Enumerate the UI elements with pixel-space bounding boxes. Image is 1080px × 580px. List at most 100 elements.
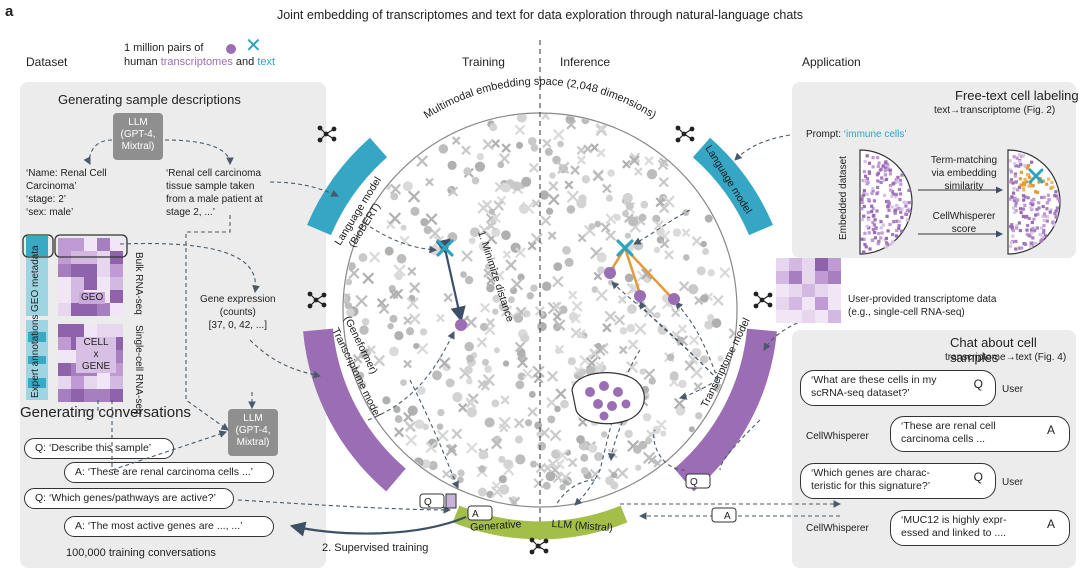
embedding-point: [474, 161, 486, 172]
embedding-point: [513, 313, 524, 323]
embedding-point: [717, 355, 724, 362]
embedding-cross: [712, 294, 724, 306]
embedding-point: [484, 263, 492, 270]
embedding-point: [682, 209, 690, 216]
embedding-cross: [546, 396, 558, 408]
embedding-point: [428, 460, 438, 471]
network-icon: [753, 291, 773, 309]
embedding-point: [559, 305, 568, 315]
embedding-cross: [442, 469, 451, 479]
conversation-q2: Q: ‘Which genes/pathways are active?’: [24, 488, 234, 509]
chat-user-2: User: [1002, 477, 1024, 488]
embedding-cross: [461, 145, 471, 156]
embedding-point: [622, 192, 633, 203]
embedding-point: [595, 342, 602, 349]
embedding-point: [539, 190, 549, 200]
embedding-cross: [548, 181, 559, 192]
embedding-point: [476, 152, 485, 161]
embedding-cross: [436, 313, 445, 323]
embedding-point: [414, 419, 425, 430]
chat-subheading: transcriptome→text (Fig. 4): [945, 352, 1067, 363]
embedding-cross: [605, 230, 617, 242]
embedding-cross: [458, 402, 468, 413]
embedding-point: [624, 232, 631, 239]
embedding-cross: [677, 335, 689, 347]
embedding-cross: [595, 288, 608, 302]
embedding-point: [530, 460, 537, 468]
embedding-point: [559, 484, 566, 491]
embedding-cross: [542, 138, 552, 149]
embedding-point: [580, 453, 589, 462]
text-cross-icon: ✕: [245, 35, 262, 57]
sample-descriptions-heading: Generating sample descriptions: [58, 92, 241, 107]
embedding-point: [405, 327, 415, 336]
embedding-point: [410, 206, 420, 216]
embedding-cross: [407, 266, 417, 276]
embedding-point: [560, 399, 569, 409]
cluster-lasso: [571, 372, 645, 425]
inference-dot-2: [634, 290, 646, 302]
chat-assistant-1: CellWhisperer: [806, 431, 869, 442]
embedding-cross: [425, 213, 438, 226]
embedding-point: [445, 378, 455, 388]
embedding-cross: [655, 419, 667, 431]
embedding-cross: [684, 360, 696, 371]
embedding-cross: [548, 193, 560, 206]
figure-title: Joint embedding of transcriptomes and te…: [276, 8, 804, 22]
embedding-point: [498, 475, 507, 484]
embedding-point: [678, 379, 687, 389]
embedding-point: [624, 429, 633, 439]
embedding-point: [659, 193, 668, 202]
legend-line1: 1 million pairs of: [124, 42, 204, 54]
embedding-cross: [719, 267, 731, 279]
conversations-heading: Generating conversations: [20, 404, 191, 421]
embedding-cross: [634, 322, 647, 336]
embedding-cross: [618, 345, 628, 355]
embedding-point: [528, 391, 536, 398]
embedding-point: [507, 296, 515, 304]
embedding-cross: [500, 395, 510, 405]
embedding-point: [466, 407, 477, 418]
embedding-cross: [728, 328, 736, 339]
embedding-cross: [493, 200, 505, 211]
embedding-point: [648, 377, 656, 385]
inference-dot-1: [604, 267, 616, 279]
cell-gene-label: CELL x GENE: [76, 337, 116, 373]
embedding-cross: [485, 318, 495, 328]
embedding-cross: [659, 202, 670, 214]
embedding-point: [478, 449, 489, 460]
embedding-cross: [461, 250, 473, 263]
embedding-cross: [344, 292, 351, 305]
embedding-point: [457, 469, 465, 477]
embedding-point: [657, 324, 668, 335]
embedding-cross: [567, 457, 578, 468]
embedding-cross: [622, 159, 631, 169]
embedding-cross: [403, 411, 414, 423]
network-icon: [529, 537, 549, 555]
embedding-point: [527, 136, 537, 146]
embedding-cross: [352, 353, 363, 364]
embedding-point: [402, 181, 413, 192]
embedding-cross: [576, 145, 586, 155]
embedding-cross: [647, 455, 657, 465]
embedding-cross: [527, 241, 537, 251]
a-doc-train: A: [472, 509, 479, 520]
llm-box-bottom: LLM (GPT-4, Mixtral): [228, 409, 278, 456]
embedding-point: [588, 223, 596, 230]
embedding-point: [576, 435, 585, 444]
chat-assistant-2: CellWhisperer: [806, 523, 869, 534]
embedding-point: [646, 169, 658, 180]
embedding-point: [477, 487, 487, 497]
network-icon: [317, 125, 337, 143]
embedding-point: [579, 368, 587, 376]
embedding-cross: [568, 290, 578, 300]
embedding-point: [520, 333, 530, 343]
embedding-cross: [388, 212, 402, 225]
embedding-point: [469, 227, 480, 238]
section-dataset: Dataset: [26, 55, 68, 69]
embedding-point: [537, 321, 547, 332]
embedding-cross: [688, 334, 700, 346]
embedding-point: [564, 257, 574, 267]
embedding-cross: [510, 278, 524, 291]
embedding-cross: [629, 152, 641, 163]
